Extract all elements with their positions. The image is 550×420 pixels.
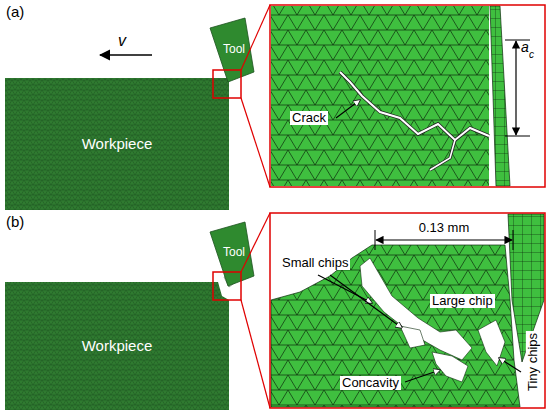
workpiece-shape [5,282,229,410]
dimension-symbol: a [521,40,529,55]
leader-line [499,358,521,372]
mesh-region [271,245,520,407]
zoom-line [241,213,270,272]
dimension-tick [513,230,514,250]
node-text: Tool [223,246,245,259]
concavity-gap [432,352,468,382]
leader-line [405,370,440,382]
velocity-arrow [100,54,152,56]
tool-mesh [490,6,510,186]
callout-label: Large chip [430,294,495,308]
zoom-line [241,300,270,408]
leader-line [318,275,372,303]
leader-line [336,100,360,118]
node-text: Workpiece [82,136,153,153]
inset-ground [270,5,545,187]
zoom-square [213,272,241,300]
node-text: Workpiece [82,338,153,355]
crack-outline [430,140,455,170]
mesh-region [271,6,489,186]
panel-letter: (b) [6,214,24,231]
crack-line [340,72,489,140]
chip-gap [400,326,425,348]
dimension-subscript: c [529,49,534,60]
zoom-line [241,5,270,70]
node-text: Tool [223,43,245,56]
crack-outline [340,72,489,140]
leader-line [330,275,402,328]
callout-label: Concavity [340,376,401,390]
workpiece-block: Workpiece [5,78,229,210]
dimension-line [515,41,516,135]
crack-line [430,140,455,170]
tool-shape [210,18,254,82]
callout-label: Tiny chips [526,331,540,393]
workpiece-block: Workpiece [5,282,229,410]
dimension-label: 0.13 mm [417,221,472,235]
panel-letter: (a) [6,4,24,21]
tool-block: Tool [217,40,251,60]
tool-shape [210,222,254,286]
dimension-tick [375,230,376,250]
zoom-line [241,98,270,187]
dimension-line [376,239,512,240]
dimension-tick [505,136,530,137]
inset-ground [270,213,545,408]
callout-label: Small chips [280,256,350,270]
inset-frame [270,213,545,408]
zoom-square [213,70,241,98]
inset-frame [270,5,545,187]
velocity-symbol: v [118,32,126,50]
workpiece-shape [5,78,229,210]
callout-label: Crack [290,111,328,125]
tool-block: Tool [217,243,251,263]
